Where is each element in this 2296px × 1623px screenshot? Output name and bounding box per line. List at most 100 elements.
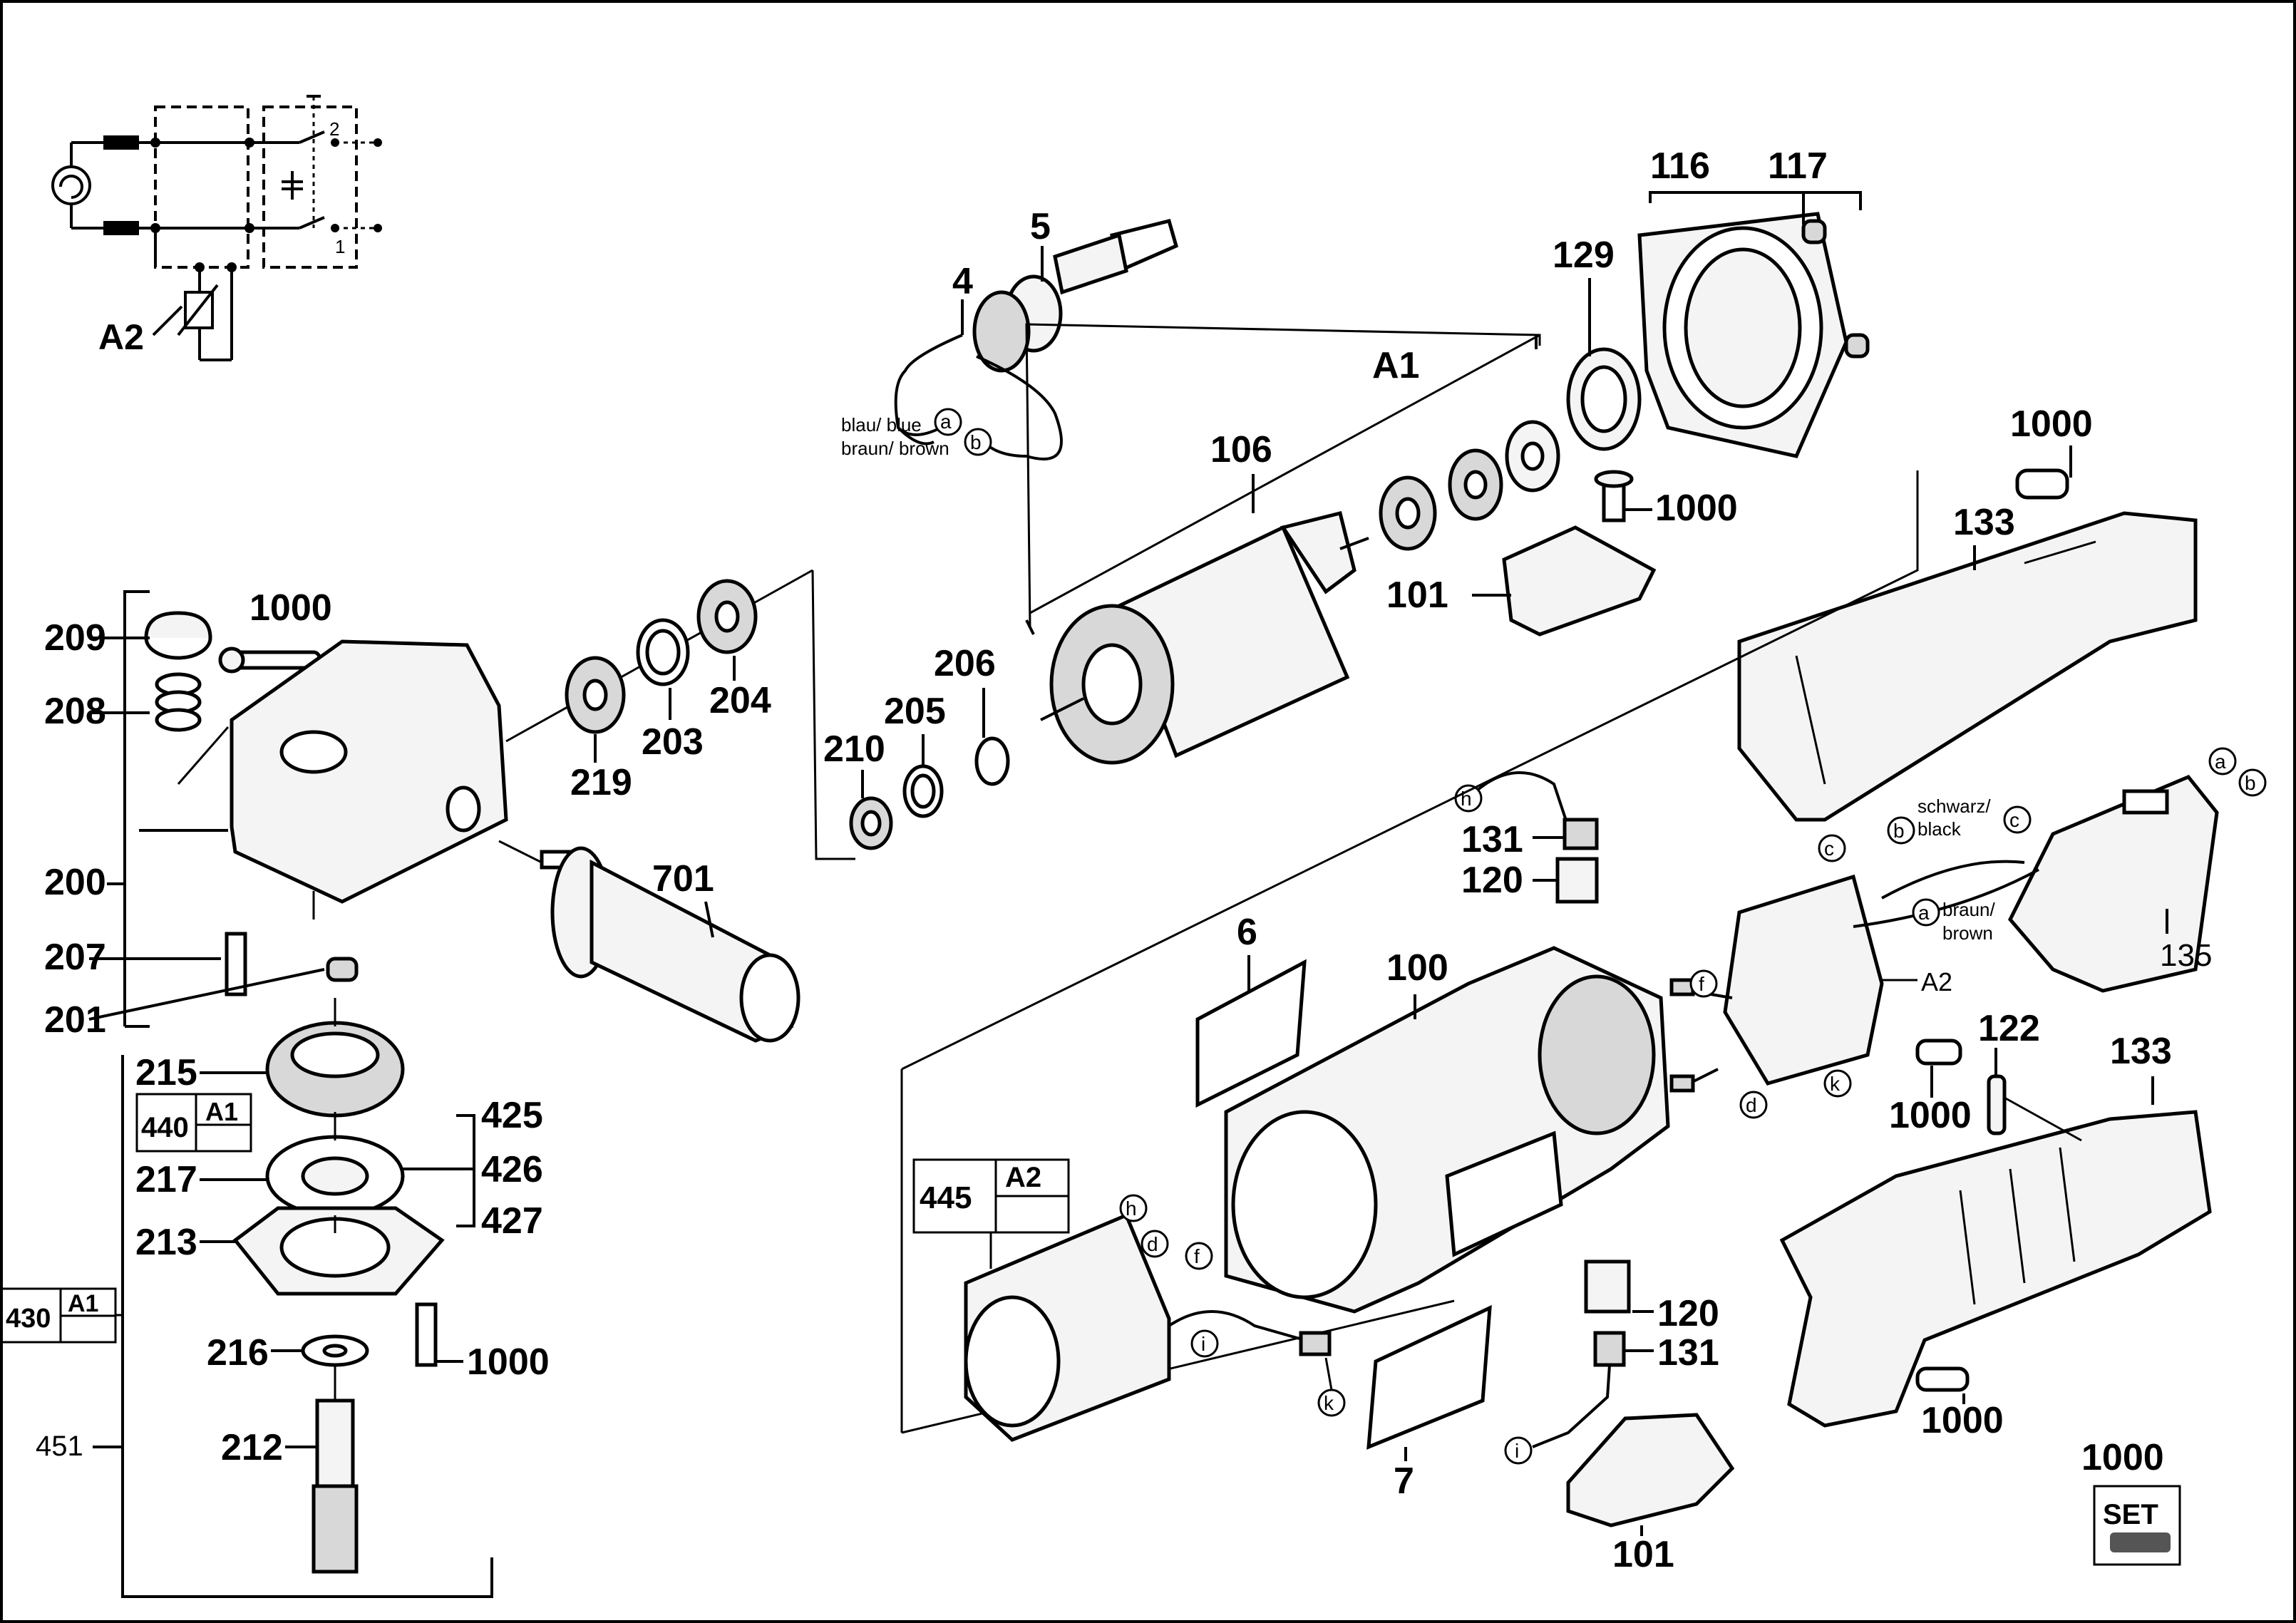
armature-group: A1 106 — [1025, 323, 1560, 765]
gearbox-lower-group: 215 217 213 425 426 427 216 1000 212 451 — [36, 998, 550, 1598]
label-116: 116 — [1650, 145, 1710, 187]
marker-c-right: c — [2009, 809, 2019, 831]
label-117: 117 — [1768, 145, 1828, 187]
electronic-parts-top: h 131 120 — [1454, 771, 1599, 904]
label-100: 100 — [1386, 947, 1448, 989]
marker-k-module: k — [1830, 1073, 1841, 1095]
label-a1-armature: A1 — [1372, 345, 1419, 386]
bushing-201 — [326, 957, 359, 982]
label-122: 122 — [1978, 1008, 2040, 1049]
connector-131-bottom — [1593, 1331, 1626, 1367]
power-cable: 5 4 blau/ blue braun/ brown a b — [841, 206, 1179, 460]
stator-connector — [1299, 1331, 1332, 1356]
handle-shell-133-bottom — [1779, 1110, 2212, 1428]
label-1000-gear-screw: 1000 — [249, 587, 332, 629]
label-131-top: 131 — [1461, 819, 1523, 860]
small-rings: 206 205 210 — [823, 643, 1010, 850]
holder-120-top — [1555, 857, 1599, 904]
box-440-number: 440 — [141, 1112, 189, 1143]
label-plate-7 — [1366, 1304, 1492, 1450]
brush-cover-101-bottom — [1566, 1413, 1735, 1527]
label-425: 425 — [481, 1095, 543, 1136]
label-133-top: 133 — [1953, 502, 2015, 543]
gear-housing-200 — [230, 639, 508, 904]
label-217: 217 — [135, 1159, 197, 1200]
label-4: 4 — [952, 261, 973, 302]
handle-half-bottom: 122 133 1000 1000 — [1779, 1008, 2212, 1441]
label-1000-rear-screw: 1000 — [1921, 1400, 2004, 1441]
label-200: 200 — [44, 862, 106, 903]
spindle-212 — [315, 1398, 355, 1488]
marker-a-switch: a — [1918, 902, 1930, 924]
box-445-number: 445 — [920, 1180, 972, 1215]
rating-plate — [1445, 1130, 1563, 1257]
motor-arrow-icon — [59, 175, 83, 199]
label-1000-cover-screw: 1000 — [1655, 488, 1738, 529]
connector-131-top — [1563, 818, 1599, 850]
a2-module-boundary — [154, 105, 249, 269]
marker-f-stator: f — [1194, 1245, 1200, 1267]
box-440: 440 A1 — [135, 1093, 252, 1153]
brush-cover-group: 1000 101 — [1386, 470, 1738, 637]
screw-1000-flange — [415, 1302, 438, 1367]
switch-contact-1 — [299, 130, 325, 144]
marker-d-module: d — [1746, 1094, 1757, 1116]
label-101-top: 101 — [1386, 575, 1448, 616]
label-5: 5 — [1030, 206, 1051, 247]
marker-c-left: c — [1824, 838, 1834, 860]
brush-cover-101-top — [1502, 525, 1657, 637]
label-205: 205 — [884, 691, 946, 732]
screw-set-icon — [2110, 1532, 2171, 1552]
label-427: 427 — [481, 1200, 543, 1242]
label-1000-set: 1000 — [2081, 1437, 2164, 1478]
label-6: 6 — [1237, 912, 1257, 953]
screw-1000-handle — [2015, 468, 2069, 500]
marker-b-cable: b — [970, 431, 982, 453]
label-120-top: 120 — [1461, 860, 1523, 901]
label-212: 212 — [221, 1427, 283, 1468]
marker-i-stator: i — [1201, 1333, 1205, 1355]
switch-and-electronics: schwarz/ black braun/ brown b c c a a b … — [1669, 747, 2267, 1119]
switch-boundary — [262, 105, 358, 269]
label-204: 204 — [709, 680, 771, 721]
marker-a-top: a — [2215, 751, 2226, 773]
label-1000-strap-screw: 1000 — [1889, 1095, 1972, 1136]
label-219: 219 — [570, 762, 632, 803]
label-215: 215 — [135, 1052, 197, 1093]
marker-b-switch: b — [1893, 820, 1905, 842]
gear-housing-group: 209 1000 208 200 207 201 — [44, 587, 508, 1041]
side-handle-group: 701 — [498, 840, 800, 1043]
label-106: 106 — [1210, 429, 1272, 470]
motor-housing-group: 6 100 7 — [900, 470, 1919, 1502]
commutator — [1280, 510, 1357, 594]
label-201: 201 — [44, 999, 106, 1041]
label-131-bottom: 131 — [1657, 1332, 1719, 1374]
electronic-module-a2 — [1723, 874, 1884, 1086]
cable-clamp — [972, 290, 1031, 373]
wiring-schematic: 2 1 A2 — [51, 95, 382, 361]
box-430-number: 430 — [6, 1304, 51, 1334]
strap-122 — [1987, 1074, 2007, 1135]
box-445-sub: A2 — [1005, 1162, 1041, 1193]
holder-120-bottom — [1584, 1259, 1631, 1314]
label-1000-handle-top: 1000 — [2010, 403, 2093, 445]
screw-set-box: 1000 SET — [2081, 1437, 2181, 1566]
box-430-sub: A1 — [68, 1290, 98, 1317]
fan-guide-group: 116 117 129 — [1553, 145, 1870, 458]
label-216: 216 — [207, 1332, 269, 1374]
wire-black-de: schwarz/ — [1917, 795, 1991, 817]
label-135: 135 — [2160, 938, 2212, 973]
label-213: 213 — [135, 1222, 197, 1263]
label-203: 203 — [642, 721, 704, 763]
marker-i-bottom: i — [1515, 1440, 1519, 1462]
label-101-bottom: 101 — [1612, 1534, 1674, 1575]
wire-brown-de: braun/ — [1942, 899, 1995, 920]
label-1000-flange-screw: 1000 — [467, 1341, 550, 1383]
label-133-bottom: 133 — [2110, 1031, 2172, 1072]
label-120-bottom: 120 — [1657, 1293, 1719, 1334]
set-label: SET — [2103, 1499, 2158, 1530]
wire-brown-en: brown — [1942, 922, 1993, 944]
